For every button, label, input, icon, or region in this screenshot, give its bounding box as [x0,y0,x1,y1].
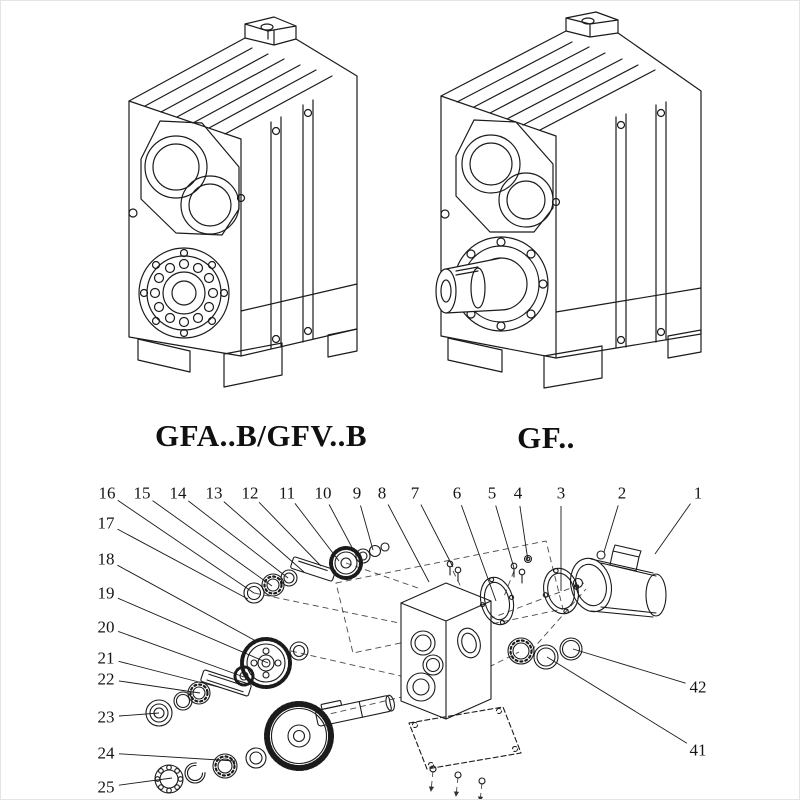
part-number-24: 24 [97,743,115,763]
part-number-5: 5 [487,483,497,503]
bottom-cover-plate [408,706,522,770]
part-number-23: 23 [97,707,115,727]
part-number-11: 11 [278,483,296,503]
cover-plate-bolts [429,765,486,785]
part-number-7: 7 [410,483,420,503]
part-number-18: 18 [97,549,115,569]
part-number-14: 14 [169,483,187,503]
output-gear-parts [154,694,395,794]
part-number-3: 3 [556,483,566,503]
fastener-bolts [446,554,533,584]
output-shaft [435,257,502,314]
part-number-25: 25 [97,777,115,797]
part-number-41: 41 [689,740,707,760]
part-number-2: 2 [617,483,627,503]
part-number-9: 9 [352,483,362,503]
part-number-10: 10 [314,483,332,503]
part-number-22: 22 [97,669,115,689]
gearbox-drawing-gf [435,11,702,389]
part-number-16: 16 [98,483,116,503]
adapter-flange [542,567,580,615]
bearing-rollers [149,258,219,328]
gearbox-drawing-gfab-gfvb [128,16,358,388]
gear-housing [400,582,492,720]
part-number-21: 21 [97,648,115,668]
part-number-42: 42 [689,677,707,697]
model-label-gfab-gfvb: GFA..B/GFV..B [154,418,368,453]
exploded-parts-diagram [145,540,667,799]
part-number-4: 4 [513,483,523,503]
part-number-1: 1 [693,483,703,503]
part-number-17: 17 [97,513,115,533]
input-shaft-parts [243,542,390,604]
part-number-15: 15 [133,483,151,503]
flange-bolt-holes [139,248,229,338]
part-number-19: 19 [97,583,115,603]
part-number-6: 6 [452,483,462,503]
part-number-8: 8 [377,483,387,503]
part-number-13: 13 [205,483,223,503]
part-number-20: 20 [97,617,115,637]
motor-assembly [569,544,667,618]
part-number-12: 12 [241,483,259,503]
model-label-gf: GF.. [517,420,575,455]
motor-side-bearing-rings [507,637,583,670]
